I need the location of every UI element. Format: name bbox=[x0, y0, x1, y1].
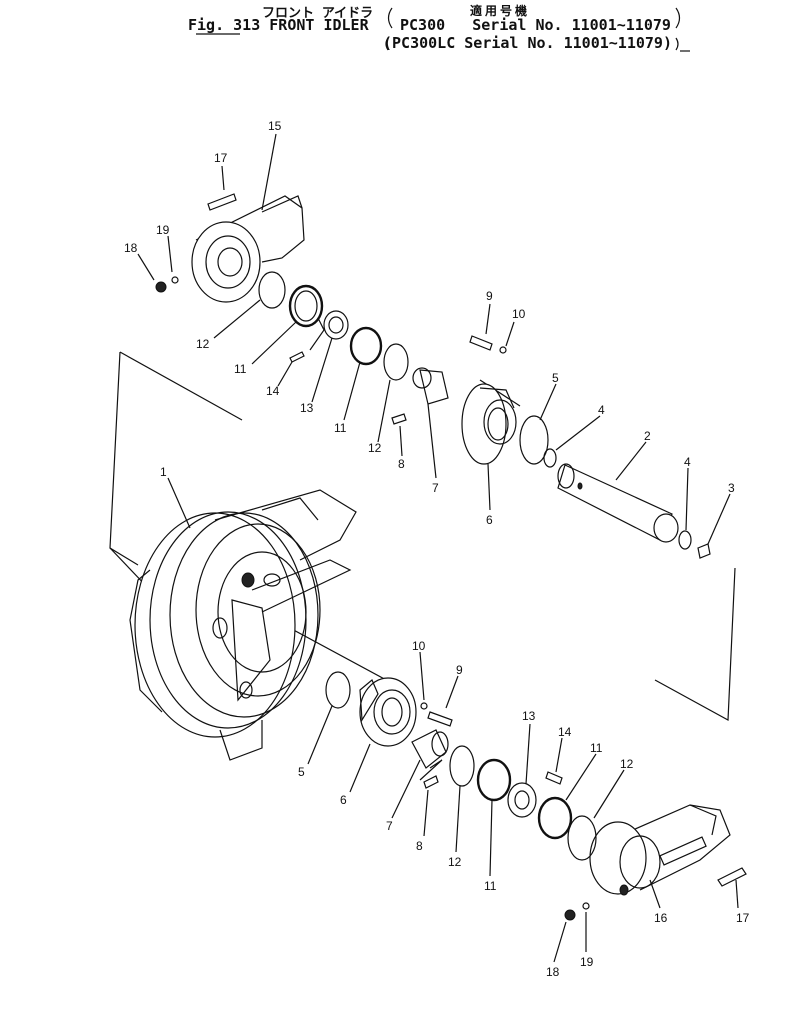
serial-range: Serial No. 11001~11079 bbox=[464, 34, 663, 52]
callout-19: 19 bbox=[580, 955, 594, 969]
callout-7: 7 bbox=[386, 819, 393, 833]
callout-5: 5 bbox=[552, 371, 559, 385]
o-rings-and-seals bbox=[258, 271, 692, 861]
callout-5: 5 bbox=[298, 765, 305, 779]
callout-12: 12 bbox=[620, 757, 634, 771]
callout-11: 11 bbox=[484, 879, 497, 893]
callout-11: 11 bbox=[334, 421, 347, 435]
callout-10: 10 bbox=[512, 307, 526, 321]
callout-13: 13 bbox=[522, 709, 536, 723]
callout-18: 18 bbox=[546, 965, 560, 979]
callout-11: 11 bbox=[590, 741, 603, 755]
figure-title: FRONT IDLER bbox=[269, 16, 369, 34]
serial-line-pc300: PC300 Serial No. 11001~11079 bbox=[400, 16, 671, 34]
collar-lower bbox=[359, 677, 417, 747]
callout-2: 2 bbox=[644, 429, 651, 443]
upper-support-bracket bbox=[191, 195, 305, 303]
idler-shaft bbox=[557, 463, 679, 543]
callout-9: 9 bbox=[486, 289, 493, 303]
figure-heading: Fig. 313 FRONT IDLER bbox=[188, 16, 369, 34]
model-name: PC300LC bbox=[392, 34, 456, 52]
model-name: PC300 bbox=[400, 16, 446, 34]
callout-11: 11 bbox=[234, 362, 247, 376]
callout-16: 16 bbox=[654, 911, 668, 925]
callout-8: 8 bbox=[398, 457, 405, 471]
applicability-japanese: 適用号機 bbox=[470, 4, 531, 18]
callout-19: 19 bbox=[156, 223, 170, 237]
callout-1: 1 bbox=[160, 465, 167, 479]
callout-13: 13 bbox=[300, 401, 314, 415]
callout-12: 12 bbox=[196, 337, 210, 351]
callout-14: 14 bbox=[558, 725, 572, 739]
bushing-upper bbox=[412, 367, 449, 405]
callout-18: 18 bbox=[124, 241, 138, 255]
callout-8: 8 bbox=[416, 839, 423, 853]
title-japanese: フロント アイドラ bbox=[262, 6, 374, 21]
callout-6: 6 bbox=[486, 513, 493, 527]
callout-17: 17 bbox=[736, 911, 750, 925]
header-brackets bbox=[196, 7, 690, 52]
serial-line-pc300lc: (PC300LC Serial No. 11001~11079) bbox=[383, 34, 672, 52]
collar-upper bbox=[461, 383, 517, 465]
figure-number: Fig. 313 bbox=[188, 16, 261, 34]
serial-range: Serial No. 11001~11079 bbox=[472, 16, 671, 34]
callout-12: 12 bbox=[448, 855, 462, 869]
callout-10: 10 bbox=[412, 639, 426, 653]
callout-6: 6 bbox=[340, 793, 347, 807]
callout-4: 4 bbox=[684, 455, 691, 469]
callout-4: 4 bbox=[598, 403, 605, 417]
callout-7: 7 bbox=[432, 481, 439, 495]
callout-15: 15 bbox=[268, 119, 282, 133]
lower-support-bracket bbox=[589, 804, 731, 896]
bushing-lower bbox=[411, 729, 449, 769]
idler-wheel bbox=[129, 489, 357, 761]
callout-9: 9 bbox=[456, 663, 463, 677]
callout-17: 17 bbox=[214, 151, 228, 165]
callout-labels: 15 17 19 18 12 11 14 13 11 12 8 7 9 10 5… bbox=[124, 119, 750, 979]
callout-leaders bbox=[137, 133, 739, 963]
callout-12: 12 bbox=[368, 441, 382, 455]
callout-14: 14 bbox=[266, 384, 280, 398]
callout-3: 3 bbox=[728, 481, 735, 495]
fasteners bbox=[155, 193, 747, 921]
